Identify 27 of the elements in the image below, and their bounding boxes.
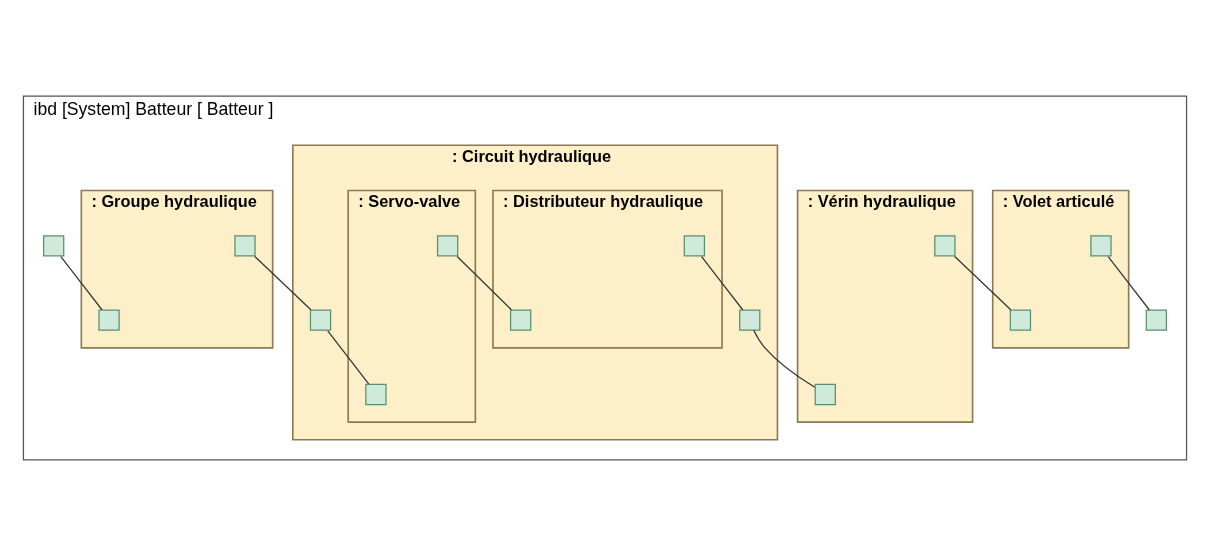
node-box [739,309,761,331]
node-box [42,235,65,257]
node-box [365,383,387,406]
cluster: : Servo-valve [347,189,477,423]
connector [954,255,1012,311]
connector [1107,255,1150,311]
node-box [509,309,532,331]
connector [60,255,103,311]
cluster: : Volet articulé [991,189,1130,349]
node-box [1145,309,1168,331]
connector [753,329,816,388]
cluster: : Groupe hydraulique [80,189,274,349]
connector [254,255,312,311]
node-box [814,383,836,406]
node-box [309,309,332,331]
node-box [436,235,459,257]
node-box [98,309,120,331]
node-box [683,235,706,257]
node-box [1090,235,1112,257]
connector [701,255,744,311]
connector [327,330,370,385]
node-box [1009,309,1032,331]
node-box [234,235,256,257]
cluster: : Vérin hydraulique [796,189,974,423]
node-box [934,235,956,257]
cluster: : Distributeur hydraulique [492,189,723,349]
connector [456,255,512,311]
